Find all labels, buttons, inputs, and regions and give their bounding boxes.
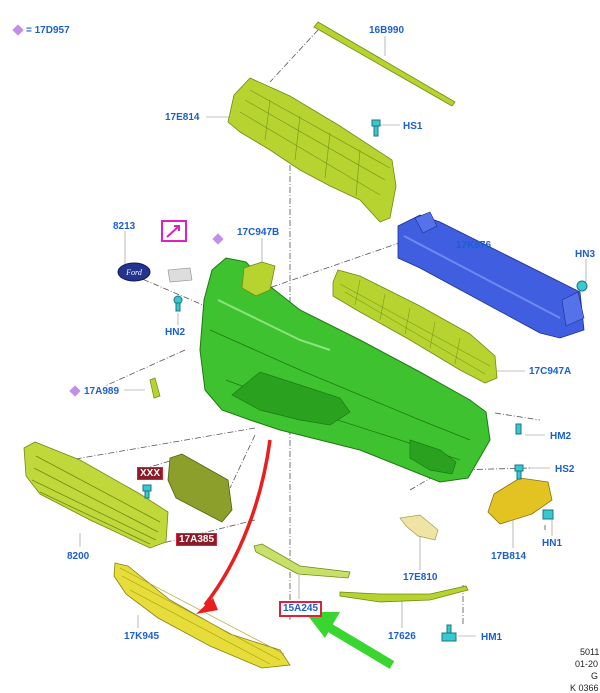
part-16b990-strip [313,21,456,107]
part-17a989-clip [149,377,161,399]
part-17b814-bracket [487,477,553,525]
fastener-hn1 [542,509,554,520]
corner-ref-line1: 5011 [580,647,600,657]
fasteners [142,119,588,642]
corner-ref-line3: G [591,671,599,681]
red-arrow [196,439,272,614]
green-arrow [305,612,395,669]
part-bumper-cover [199,257,491,483]
label-8213: 8213 [113,221,136,232]
part-17e810-trim [399,514,439,541]
label-17e814: 17E814 [165,112,200,123]
label-16b990: 16B990 [369,25,405,36]
part-17k945-lower-grille [113,562,291,669]
svg-text:Ford: Ford [125,268,143,277]
label-hn2: HN2 [165,327,186,338]
label-leaders [79,36,587,637]
badge-location-icon [161,220,187,242]
legend-text: = 17D957 [26,25,70,36]
label-17626: 17626 [388,631,416,642]
part-17a385-bracket [167,453,233,523]
part-8213-badge: Ford [117,262,151,282]
label-17c947a: 17C947A [529,366,572,377]
label-xxx-highlighted: XXX [137,467,164,480]
label-hm2: HM2 [550,431,572,442]
part-17k876-reinforcement-bar [397,211,585,339]
part-17e814-bracket [227,77,397,223]
label-17e810: 17E810 [403,572,438,583]
label-17a385-highlighted: 17A385 [176,533,218,546]
fastener-hs1 [371,119,381,137]
label-15a245-highlighted: 15A245 [279,601,323,617]
label-17b814: 17B814 [491,551,527,562]
label-17k945: 17K945 [124,631,160,642]
part-8200-grille [23,441,169,549]
part-17c947b-bracket [241,261,276,297]
part-15a245-strip [253,543,351,579]
part-17c947a-absorber [332,269,498,384]
label-hs1: HS1 [403,121,423,132]
corner-ref-line4: K 0366 [570,683,599,693]
label-8200: 8200 [67,551,90,562]
label-hs2: HS2 [555,464,575,475]
fastener-hs2 [514,464,524,480]
fastener-xxx [142,484,152,499]
label-hn3: HN3 [575,249,596,260]
label-hn1: HN1 [542,538,563,549]
label-hm1: HM1 [481,632,503,643]
label-17k876: 17K876 [456,240,492,251]
fastener-hm2 [515,423,522,435]
fastener-hn2 [173,295,183,312]
fastener-hm1 [441,624,457,642]
part-17626-strip [339,585,469,603]
label-17c947b: 17C947B [237,227,280,238]
part-badge-plate [167,267,193,283]
corner-ref-line2: 01-20 [575,659,599,669]
label-17a989: 17A989 [84,386,120,397]
fastener-hn3 [576,280,588,292]
